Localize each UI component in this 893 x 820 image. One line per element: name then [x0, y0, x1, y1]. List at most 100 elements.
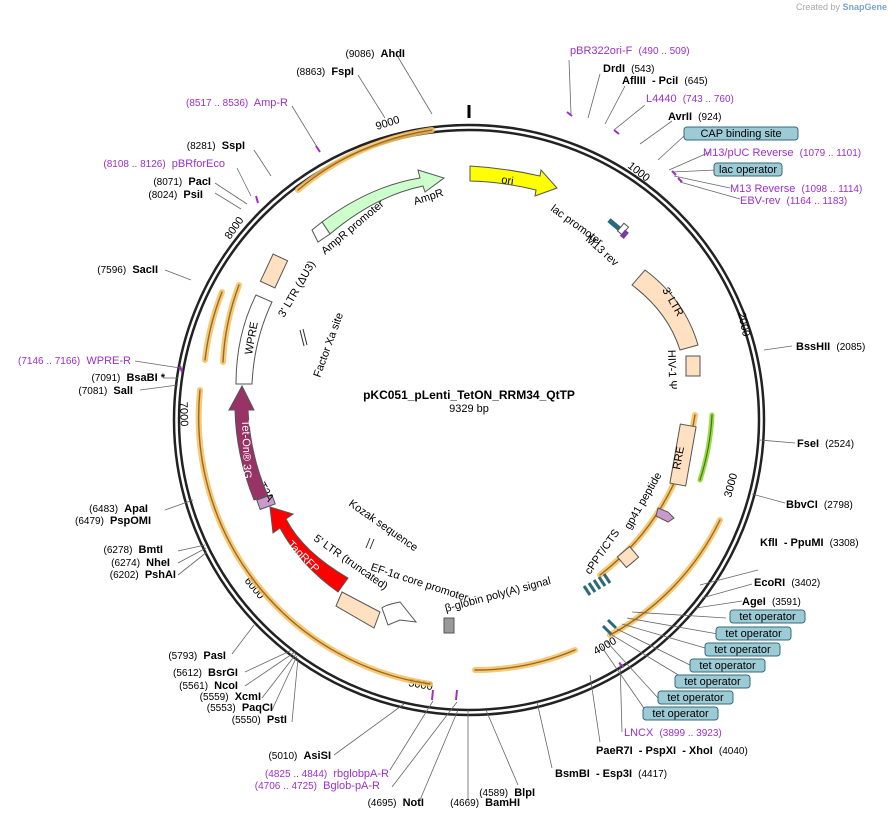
tet-operator-box[interactable]: tet operator [729, 609, 806, 624]
site-label[interactable]: (5550) PstI [232, 714, 287, 726]
site-label[interactable]: (8517 .. 8536) Amp-R [186, 97, 288, 109]
site-label[interactable]: AvrII (924) [668, 111, 722, 123]
feature-3ltr: 3' LTR [631, 269, 699, 351]
site-label[interactable]: pBR322ori-F (490 .. 509) [570, 45, 690, 57]
site-position: (4589) [479, 788, 508, 799]
site-label[interactable]: PaeR7I - PspXI - XhoI (4040) [596, 745, 748, 757]
site-label[interactable]: (6274) NheI [111, 557, 170, 569]
box-label: tet operator [725, 628, 782, 640]
site-name: WPRE-R [86, 355, 131, 367]
tick-2000: 2000 [735, 311, 752, 337]
site-position: (490 .. 509) [638, 46, 689, 57]
site-label[interactable]: (4669) BamHI [450, 797, 520, 809]
factorxa-label: Factor Xa site [312, 311, 346, 379]
site-label[interactable]: (8071) PacI [153, 176, 211, 188]
feature-factorxa: Factor Xa site [299, 311, 346, 379]
tick-1000: 1000 [625, 160, 652, 185]
site-name: PspOMI [110, 515, 151, 527]
site-name: BbvCI [786, 499, 818, 511]
site-name: PasI [203, 650, 226, 662]
site-label[interactable]: (4706 .. 4725) Bglob-pA-R [255, 780, 380, 792]
feature-ampr: AmpR AmpR promoter [311, 169, 446, 257]
tet-operator-box[interactable]: tet operator [642, 706, 719, 721]
site-name: PaqCI [242, 702, 273, 714]
site-label[interactable]: EcoRI (3402) [754, 577, 820, 589]
plasmid-name: pKC051_pLenti_TetON_RRM34_QtTP [363, 388, 575, 402]
tet-operator-box[interactable]: tet operator [704, 642, 781, 657]
site-name: AflIII - PciI [622, 75, 678, 87]
site-label[interactable]: LNCX (3899 .. 3923) [624, 727, 722, 739]
site-label[interactable]: M13/pUC Reverse (1079 .. 1101) [703, 147, 861, 159]
site-name: KflI - PpuMI [760, 537, 824, 549]
site-position: (2524) [825, 439, 854, 450]
site-name: NcoI [214, 680, 238, 692]
feature-cppt: cPPT/CTS [583, 527, 640, 636]
tet-operator-box[interactable]: tet operator [715, 626, 792, 641]
site-label[interactable]: (6202) PshAI [110, 569, 176, 581]
site-label[interactable]: (5561) NcoI [179, 680, 238, 692]
site-label[interactable]: (6483) ApaI [89, 503, 148, 515]
site-label[interactable]: (5553) PaqCI [207, 702, 273, 714]
site-label[interactable]: (5612) BsrGI [173, 667, 238, 679]
site-label[interactable]: M13 Reverse (1098 .. 1114) [730, 183, 862, 195]
tet-operator-box[interactable]: tet operator [674, 674, 751, 689]
site-label[interactable]: (8863) FspI [296, 66, 354, 78]
site-label[interactable]: AflIII - PciI (645) [622, 75, 708, 87]
site-label[interactable]: (7091) BsaBI * [91, 372, 165, 384]
site-label[interactable]: (8281) SspI [187, 140, 245, 152]
site-position: (6479) [75, 516, 104, 527]
site-position: (4706 .. 4725) [255, 781, 317, 792]
site-label[interactable]: BsmBI - Esp3I (4417) [555, 768, 667, 780]
site-position: (2085) [836, 342, 865, 353]
site-label[interactable]: (5559) XcmI [200, 691, 261, 703]
site-label[interactable]: (7596) SacII [97, 264, 158, 276]
site-label[interactable]: DrdI (543) [603, 63, 654, 75]
site-name: ApaI [124, 503, 148, 515]
site-label[interactable]: (7146 .. 7166) WPRE-R [18, 355, 131, 367]
site-label[interactable]: (5010) AsiSI [268, 750, 331, 762]
site-name: M13/pUC Reverse [703, 147, 793, 159]
lac-operator-box[interactable]: lac operator [713, 162, 783, 177]
site-name: EBV-rev [740, 195, 781, 207]
site-label[interactable]: EBV-rev (1164 .. 1183) [740, 195, 847, 207]
ampr-label: AmpR [412, 187, 445, 208]
site-label[interactable]: (8024) PsiI [148, 189, 203, 201]
site-labels: (9086) AhdI (8863) FspI (8517 .. 8536) Amp… [18, 45, 865, 809]
site-label[interactable]: (8108 .. 8126) pBRforEco [103, 158, 225, 170]
feature-lac-cluster: lac promoter M13 rev [548, 203, 630, 269]
site-label[interactable]: L4440 (743 .. 760) [646, 93, 734, 105]
site-label[interactable]: (6479) PspOMI [75, 515, 151, 527]
tick-7000: 7000 [177, 402, 190, 427]
site-label[interactable]: BbvCI (2798) [786, 499, 853, 511]
site-label[interactable]: FseI (2524) [797, 438, 854, 450]
site-name: BlpI [514, 787, 535, 799]
site-position: (8108 .. 8126) [103, 159, 165, 170]
site-position: (5553) [207, 703, 236, 714]
site-position: (743 .. 760) [683, 94, 734, 105]
site-name: SalI [113, 385, 133, 397]
site-name: PshAI [145, 569, 176, 581]
site-label[interactable]: (6278) BmtI [104, 544, 163, 556]
site-label[interactable]: (7081) SalI [78, 385, 133, 397]
box-label: CAP binding site [700, 128, 781, 140]
site-label[interactable]: AgeI (3591) [742, 596, 801, 608]
site-position: (1079 .. 1101) [800, 148, 862, 159]
site-label[interactable]: (4825 .. 4844) rbglobpA-R [265, 768, 389, 780]
site-label[interactable]: KflI - PpuMI (3308) [760, 537, 859, 549]
tet-operator-box[interactable]: tet operator [657, 690, 734, 705]
site-name: NheI [146, 557, 170, 569]
site-label[interactable]: (9086) AhdI [346, 48, 405, 60]
site-label[interactable]: BssHII (2085) [796, 341, 865, 353]
site-label[interactable]: (4695) NotI [368, 797, 424, 809]
cap-binding-site-box[interactable]: CAP binding site [683, 126, 799, 141]
site-label[interactable]: (4589) BlpI [479, 787, 535, 799]
box-label: tet operator [684, 676, 741, 688]
tet-operator-box[interactable]: tet operator [689, 658, 766, 673]
site-name: BsaBI * [126, 372, 165, 384]
site-label[interactable]: (5793) PasI [168, 650, 226, 662]
site-name: PsiI [183, 189, 203, 201]
site-name: AsiSI [303, 750, 331, 762]
site-name: pBRforEco [172, 158, 225, 170]
site-name: AhdI [381, 48, 405, 60]
